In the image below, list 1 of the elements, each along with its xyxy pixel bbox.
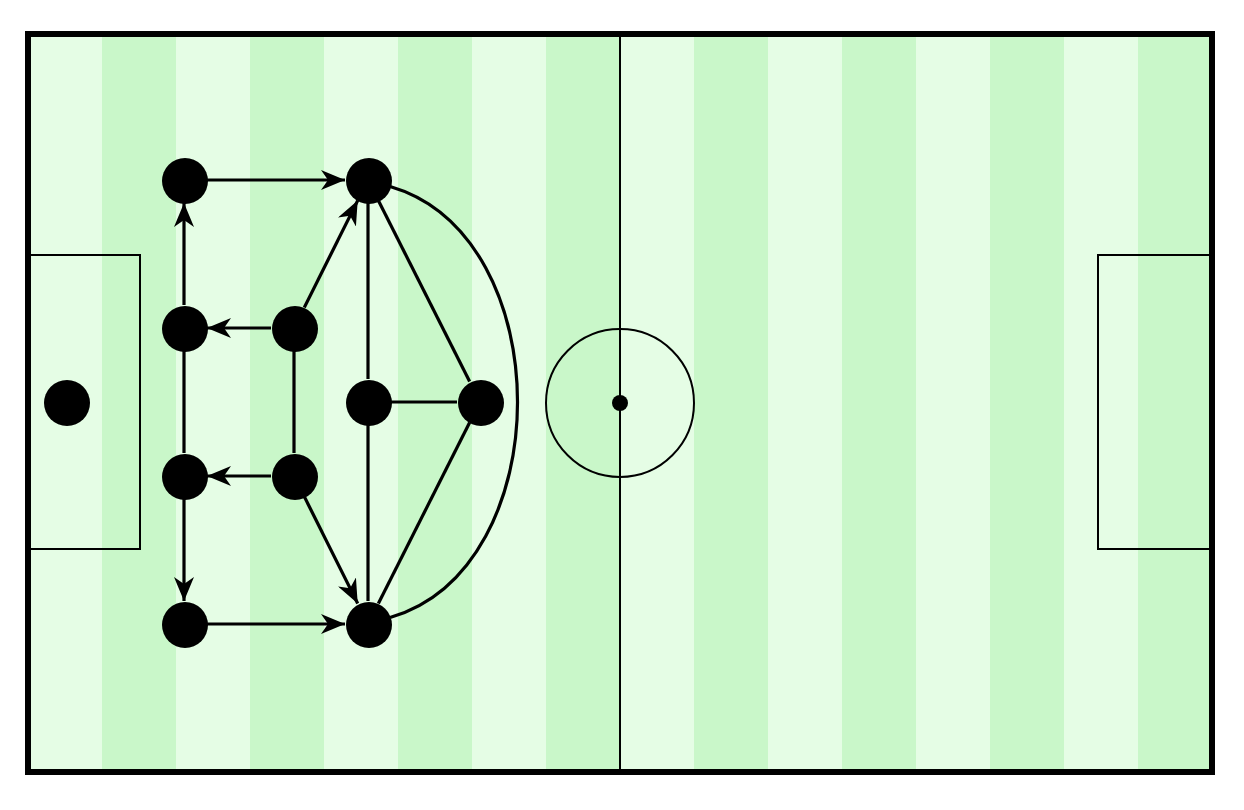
player-dot (43, 379, 89, 425)
